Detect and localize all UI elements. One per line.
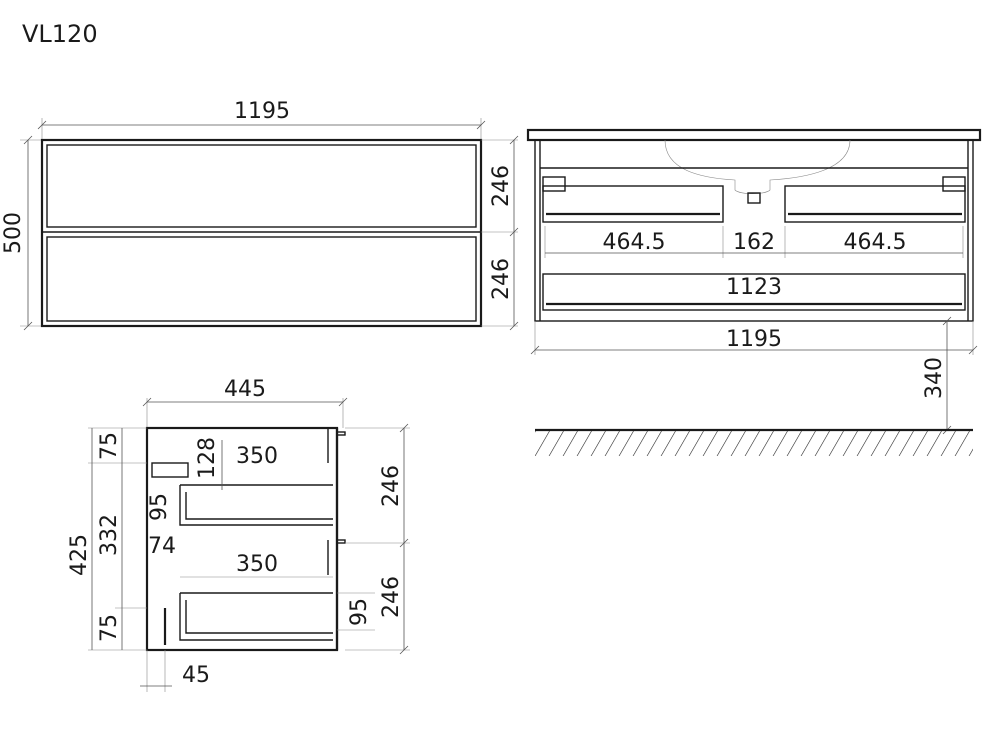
drawing-title: VL120	[22, 20, 98, 48]
side-view: 445 350 128 95 74 350 95	[67, 377, 410, 692]
front-drawer-bottom-label: 246	[489, 258, 514, 300]
side-back-offset-label: 45	[182, 663, 210, 688]
side-top-offset-label: 75	[97, 432, 122, 460]
side-drawer-height-top-label: 95	[147, 493, 172, 521]
side-drawer-height-bottom-label: 95	[347, 598, 372, 626]
rear-width-label: 1195	[726, 327, 782, 352]
side-drawer-gap-top-label: 128	[195, 437, 220, 479]
side-overall-height-label: 425	[67, 534, 92, 576]
rear-bottom-drawer-label: 1123	[726, 275, 782, 300]
side-drawer-front-bottom-label: 246	[379, 576, 404, 618]
rear-view: 464.5 162 464.5 1123 1195 340	[526, 128, 982, 456]
front-drawer-bottom	[46, 236, 477, 322]
front-view: 1195 500 246 246	[1, 99, 519, 331]
side-bottom-offset-label: 75	[97, 614, 122, 642]
front-drawer-top-label: 246	[489, 165, 514, 207]
side-drawer-inner-depth-bottom-label: 350	[236, 552, 278, 577]
rear-top-mid-label: 162	[733, 230, 775, 255]
side-drawer-inner-depth-top-label: 350	[236, 444, 278, 469]
rear-top-right-label: 464.5	[844, 230, 907, 255]
rear-top-left-label: 464.5	[603, 230, 666, 255]
front-height-label: 500	[1, 212, 26, 254]
front-width-label: 1195	[234, 99, 290, 124]
rear-drawer-top-left	[542, 185, 724, 223]
side-inner-height-label: 332	[97, 514, 122, 556]
rear-drawer-top-right	[784, 185, 966, 223]
floor-hatch	[535, 431, 973, 456]
side-mid-gap-label: 74	[148, 534, 176, 559]
rear-drawer-bottom	[542, 273, 966, 311]
front-drawer-top	[46, 144, 477, 228]
floor-gap-label: 340	[922, 357, 947, 399]
side-drawer-front-top-label: 246	[379, 465, 404, 507]
side-depth-label: 445	[224, 377, 266, 402]
